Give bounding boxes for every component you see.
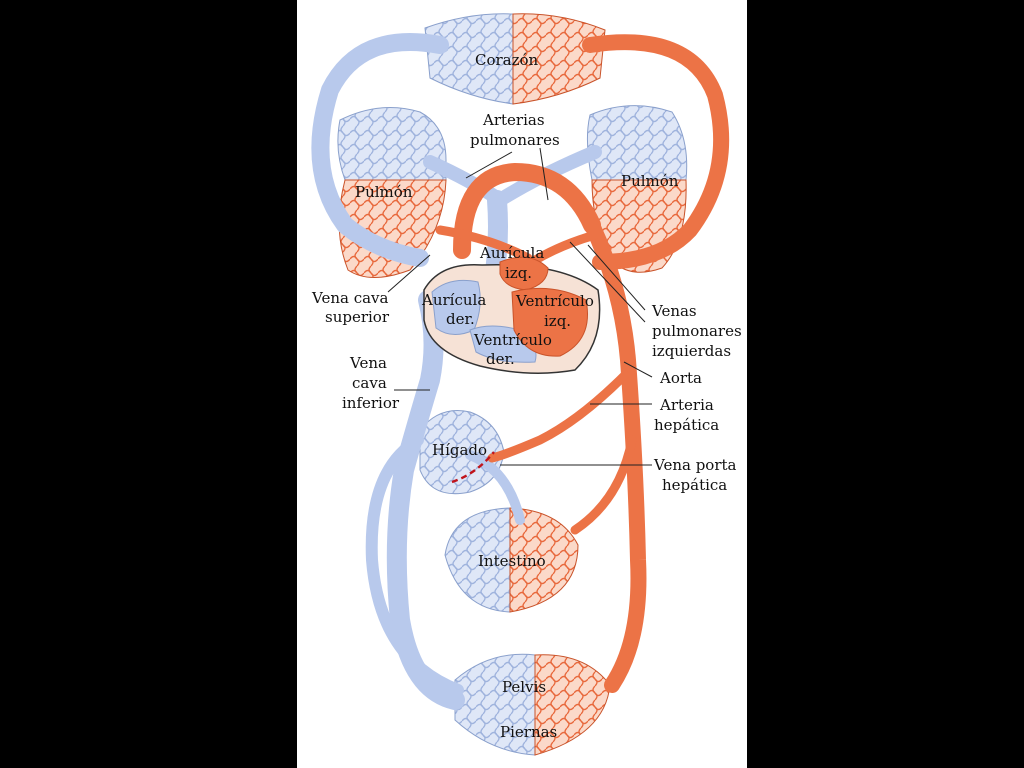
label-vena-cava-superior-1: Vena cava	[311, 289, 389, 307]
label-venas-pulmonares-2: pulmonares	[652, 322, 742, 340]
label-auricula-der-1: Aurícula	[421, 291, 486, 309]
label-pelvis: Pelvis	[502, 678, 546, 696]
leader-lines	[387, 147, 653, 466]
label-vena-cava-superior-2: superior	[325, 308, 390, 326]
heart	[423, 256, 601, 374]
arteries	[435, 34, 730, 693]
label-arterias-pulmonares-1: Arterias	[482, 111, 545, 129]
label-vena-porta-2: hepática	[662, 476, 727, 494]
capillary-bed-intestino	[444, 507, 579, 613]
label-vena-porta-1: Vena porta	[653, 456, 737, 474]
label-venas-pulmonares-1: Venas	[651, 302, 697, 320]
label-pulmon-right: Pulmón	[621, 172, 679, 190]
label-ventriculo-izq-1: Ventrículo	[515, 292, 594, 310]
veins	[311, 33, 602, 710]
capillary-bed-corazon	[424, 13, 606, 105]
label-vena-cava-inferior-1: Vena	[349, 354, 387, 372]
label-ventriculo-der-2: der.	[486, 350, 515, 368]
label-auricula-der-2: der.	[446, 310, 475, 328]
label-piernas: Piernas	[500, 723, 557, 741]
label-venas-pulmonares-3: izquierdas	[652, 342, 731, 360]
labels: Corazón Arterias pulmonares Pulmón Pulmó…	[311, 51, 742, 741]
label-vena-cava-inferior-2: cava	[352, 374, 387, 392]
label-ventriculo-izq-2: izq.	[544, 312, 571, 330]
capillary-bed-pelvis-piernas	[454, 653, 611, 756]
label-auricula-izq-1: Aurícula	[479, 244, 544, 262]
label-ventriculo-der-1: Ventrículo	[473, 331, 552, 349]
label-arterias-pulmonares-2: pulmonares	[470, 131, 560, 149]
label-arteria-hepatica-2: hepática	[654, 416, 719, 434]
label-arteria-hepatica-1: Arteria	[659, 396, 714, 414]
label-auricula-izq-2: izq.	[505, 264, 532, 282]
label-vena-cava-inferior-3: inferior	[342, 394, 400, 412]
portal-vein-dashes	[451, 451, 495, 484]
label-intestino: Intestino	[478, 552, 546, 570]
label-pulmon-left: Pulmón	[355, 183, 413, 201]
label-corazon: Corazón	[475, 51, 539, 69]
label-higado: Hígado	[432, 441, 487, 459]
label-aorta: Aorta	[659, 369, 702, 387]
